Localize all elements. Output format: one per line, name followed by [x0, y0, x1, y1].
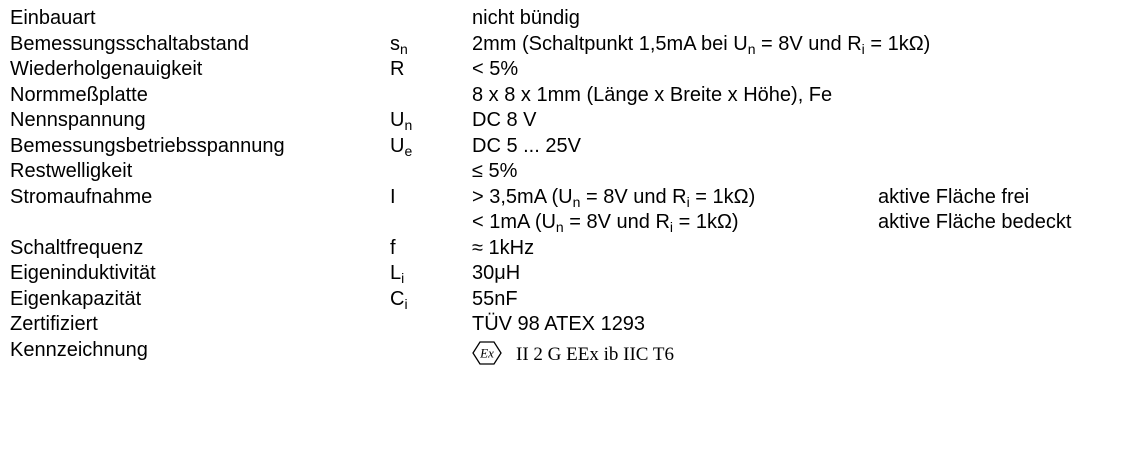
spec-label: Bemessungsschaltabstand	[10, 32, 250, 55]
spec-value: ≤ 5%	[472, 160, 518, 182]
svg-text:Ex: Ex	[479, 345, 494, 360]
spec-label: Normmeßplatte	[10, 83, 148, 106]
spec-symbol: Un	[390, 109, 413, 133]
spec-value: ≈ 1kHz	[472, 236, 535, 259]
spec-label: Restwelligkeit	[10, 160, 133, 182]
spec-symbol: I	[390, 185, 396, 208]
spec-label: Einbauart	[10, 7, 96, 29]
spec-value: TÜV 98 ATEX 1293	[472, 313, 646, 335]
spec-value: 55nF	[472, 287, 518, 310]
spec-label: Kennzeichnung	[10, 338, 148, 361]
spec-label: Nennspannung	[10, 109, 146, 131]
spec-label: Bemessungsbetriebsspannung	[10, 134, 285, 157]
spec-note-line1: aktive Fläche frei	[878, 185, 1030, 208]
spec-symbol: R	[390, 58, 405, 80]
spec-symbol: Ci	[390, 287, 408, 312]
spec-label: Wiederholgenauigkeit	[10, 58, 203, 80]
spec-symbol: Ue	[390, 134, 413, 159]
spec-value: Ex II 2 G EEx ib IIC T6	[472, 340, 674, 365]
spec-value: DC 8 V	[472, 109, 537, 131]
spec-label: Eigeninduktivität	[10, 262, 156, 284]
spec-symbol: Li	[390, 262, 405, 286]
spec-value-line1: > 3,5mA (Un = 8V und Ri = 1kΩ)	[472, 185, 756, 210]
spec-value: < 5%	[472, 58, 519, 80]
spec-symbol: sn	[390, 32, 408, 57]
spec-value-line2: < 1mA (Un = 8V und Ri = 1kΩ)	[472, 211, 739, 235]
spec-value: DC 5 ... 25V	[472, 134, 581, 157]
spec-note-line2: aktive Fläche bedeckt	[878, 211, 1072, 233]
spec-value: 2mm (Schaltpunkt 1,5mA bei Un = 8V und R…	[472, 32, 931, 57]
spec-label: Stromaufnahme	[10, 185, 153, 208]
spec-label: Zertifiziert	[10, 313, 98, 335]
ex-hexagon-icon: Ex	[472, 340, 502, 365]
spec-value: 30μH	[472, 262, 521, 284]
spec-value: 8 x 8 x 1mm (Länge x Breite x Höhe), Fe	[472, 83, 833, 106]
spec-value: nicht bündig	[472, 7, 580, 29]
spec-label: Eigenkapazität	[10, 287, 142, 310]
spec-label: Schaltfrequenz	[10, 236, 144, 259]
spec-symbol: f	[390, 236, 396, 259]
